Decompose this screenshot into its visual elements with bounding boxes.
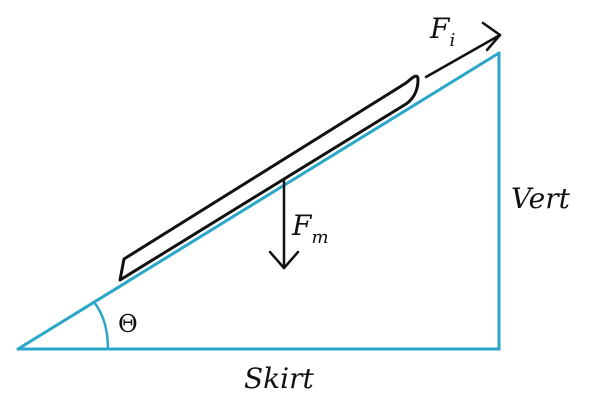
force-incline-shaft [424,33,502,79]
force-weight-label: Fm [291,209,329,248]
force-incline-arrowhead [481,21,502,52]
triangle-hypotenuse-line [16,51,501,351]
force-arrow-incline [424,21,502,79]
force-incline-label-subscript: i [449,30,455,51]
angle-label: Θ [118,310,138,338]
force-incline-label: Fi [429,12,455,51]
horizontal-side-label: Skirt [244,362,314,395]
angle-arc [93,301,110,350]
incline-triangle [16,51,501,351]
force-weight-arrowhead [268,250,300,270]
force-incline-label-main: F [429,12,451,45]
force-weight-label-subscript: m [311,227,328,248]
ski-shape [118,74,420,282]
force-weight-label-main: F [291,209,313,242]
force-arrow-weight [268,178,300,270]
vertical-side-label: Vert [511,182,571,215]
